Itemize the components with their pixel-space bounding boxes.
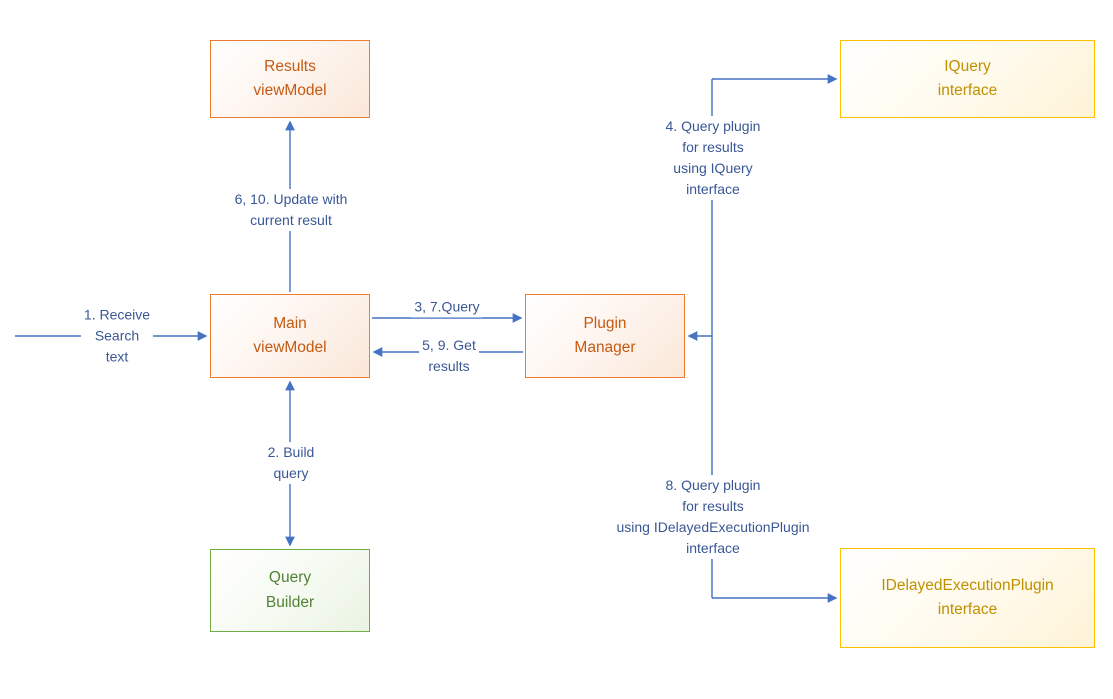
node-results-viewmodel: Results viewModel [210, 40, 370, 118]
node-query-builder-label: Query Builder [265, 569, 315, 611]
node-main-viewmodel: Main viewModel [210, 294, 370, 378]
node-query-builder: Query Builder [210, 549, 370, 632]
edge-label-receive-search-text: 1. Receive Search text [80, 304, 154, 368]
node-iquery-interface-label: IQuery interface [937, 57, 998, 99]
edge-label-query-plugin-iquery: 4. Query plugin for results using IQuery… [662, 116, 764, 200]
edge-label-update-with-current-result: 6, 10. Update with current result [231, 189, 351, 231]
node-results-viewmodel-label: Results viewModel [253, 57, 327, 99]
node-idelayedexecutionplugin-interface-label: IDelayedExecutionPlugin interface [881, 576, 1054, 618]
node-plugin-manager: Plugin Manager [525, 294, 685, 378]
edge-label-get-results: 5, 9. Get results [419, 335, 479, 377]
edge-label-build-query: 2. Build query [264, 442, 318, 484]
node-iquery-interface: IQuery interface [840, 40, 1095, 118]
edge-label-query: 3, 7.Query [411, 296, 483, 318]
node-main-viewmodel-label: Main viewModel [253, 314, 327, 356]
node-plugin-manager-label: Plugin Manager [574, 314, 636, 356]
edge-label-query-plugin-idelayed: 8. Query plugin for results using IDelay… [613, 475, 813, 559]
node-idelayedexecutionplugin-interface: IDelayedExecutionPlugin interface [840, 548, 1095, 648]
